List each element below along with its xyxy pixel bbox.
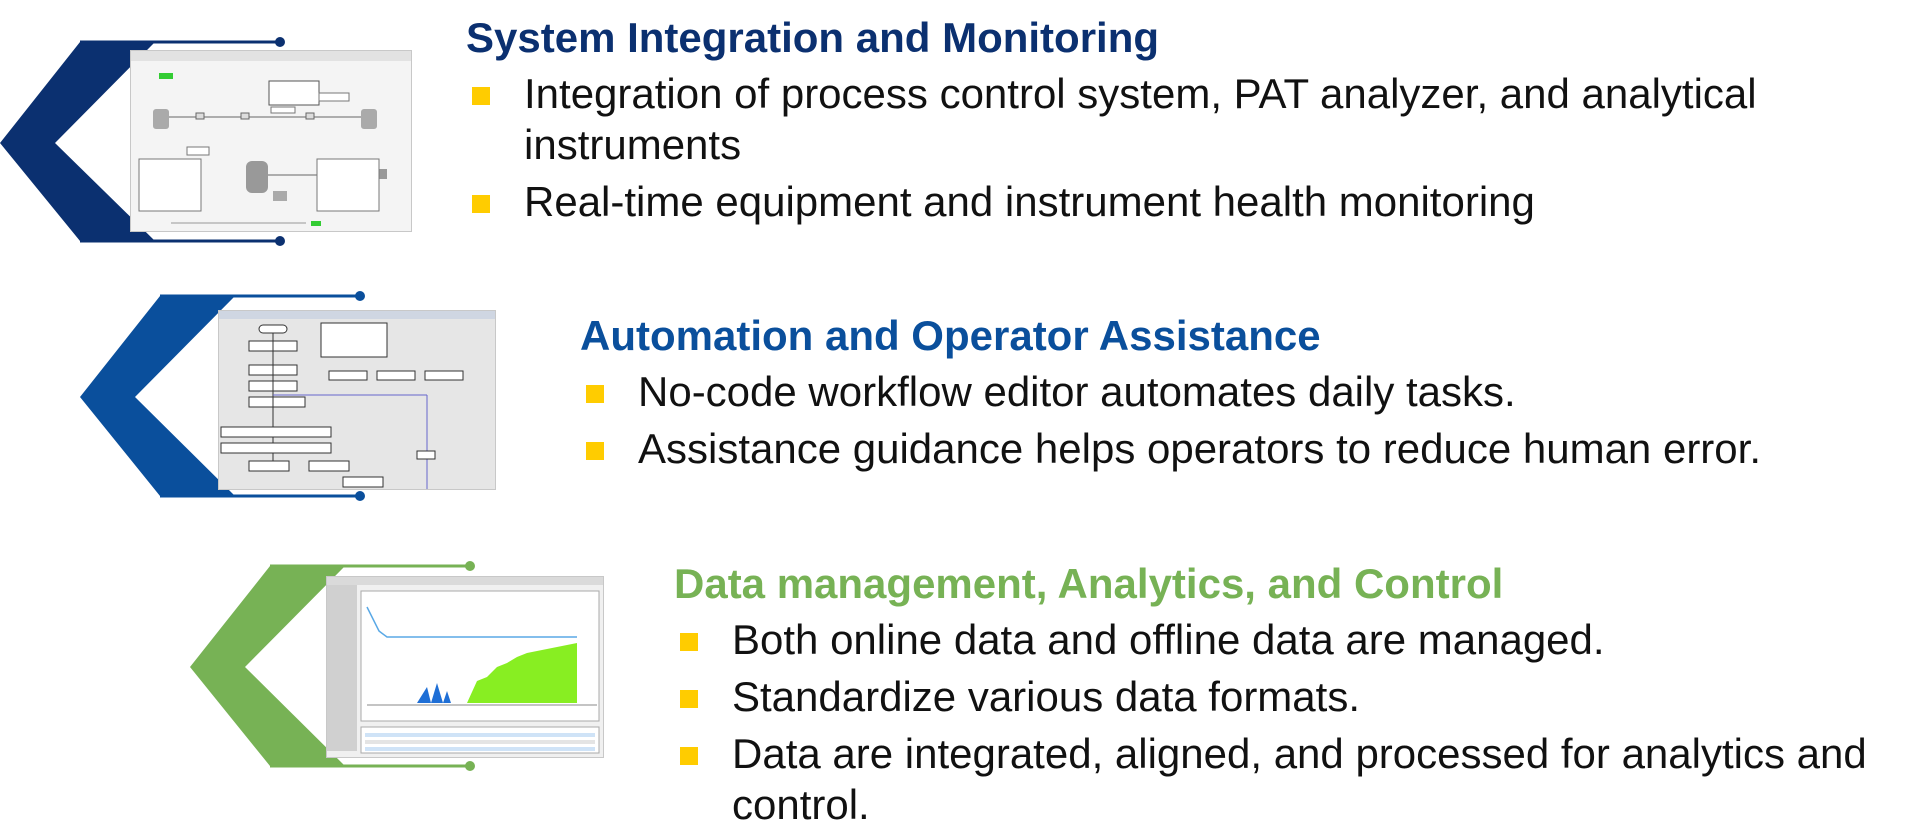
- section-data-management: Data management, Analytics, and Control …: [0, 560, 1920, 839]
- list-item: Real-time equipment and instrument healt…: [466, 176, 1906, 227]
- bullet-text: Both online data and offline data are ma…: [732, 616, 1605, 663]
- data-analytics-screenshot: [326, 576, 604, 758]
- section-2-bullets: No-code workflow editor automates daily …: [580, 366, 1900, 474]
- bullet-square-icon: [472, 87, 490, 105]
- chevron-frame-1: [0, 37, 285, 246]
- bullet-text: No-code workflow editor automates daily …: [638, 368, 1516, 415]
- process-diagram-screenshot: [130, 50, 412, 232]
- bullet-square-icon: [680, 690, 698, 708]
- section-1-text: System Integration and Monitoring Integr…: [466, 14, 1906, 233]
- bullet-text: Integration of process control system, P…: [524, 70, 1757, 168]
- bullet-square-icon: [680, 747, 698, 765]
- list-item: Standardize various data formats.: [674, 671, 1914, 722]
- list-item: Integration of process control system, P…: [466, 68, 1906, 170]
- section-automation: Automation and Operator Assistance No-co…: [0, 290, 1920, 510]
- list-item: No-code workflow editor automates daily …: [580, 366, 1900, 417]
- bullet-square-icon: [586, 442, 604, 460]
- bullet-text: Standardize various data formats.: [732, 673, 1360, 720]
- section-3-title: Data management, Analytics, and Control: [674, 560, 1504, 607]
- list-item: Assistance guidance helps operators to r…: [580, 423, 1900, 474]
- section-1-title: System Integration and Monitoring: [466, 14, 1160, 61]
- section-system-integration: System Integration and Monitoring Integr…: [0, 0, 1920, 260]
- list-item: Both online data and offline data are ma…: [674, 614, 1914, 665]
- section-2-text: Automation and Operator Assistance No-co…: [580, 312, 1900, 480]
- section-3-bullets: Both online data and offline data are ma…: [674, 614, 1914, 830]
- bullet-text: Assistance guidance helps operators to r…: [638, 425, 1761, 472]
- bullet-square-icon: [472, 195, 490, 213]
- bullet-text: Data are integrated, aligned, and proces…: [732, 730, 1867, 828]
- chevron-frame-2: [80, 291, 365, 501]
- list-item: Data are integrated, aligned, and proces…: [674, 728, 1914, 830]
- section-2-title: Automation and Operator Assistance: [580, 312, 1321, 359]
- bullet-text: Real-time equipment and instrument healt…: [524, 178, 1535, 225]
- section-3-text: Data management, Analytics, and Control …: [674, 560, 1914, 836]
- bullet-square-icon: [680, 633, 698, 651]
- chevron-frame-3: [190, 561, 475, 771]
- workflow-editor-screenshot: [218, 310, 496, 490]
- section-1-bullets: Integration of process control system, P…: [466, 68, 1906, 227]
- bullet-square-icon: [586, 385, 604, 403]
